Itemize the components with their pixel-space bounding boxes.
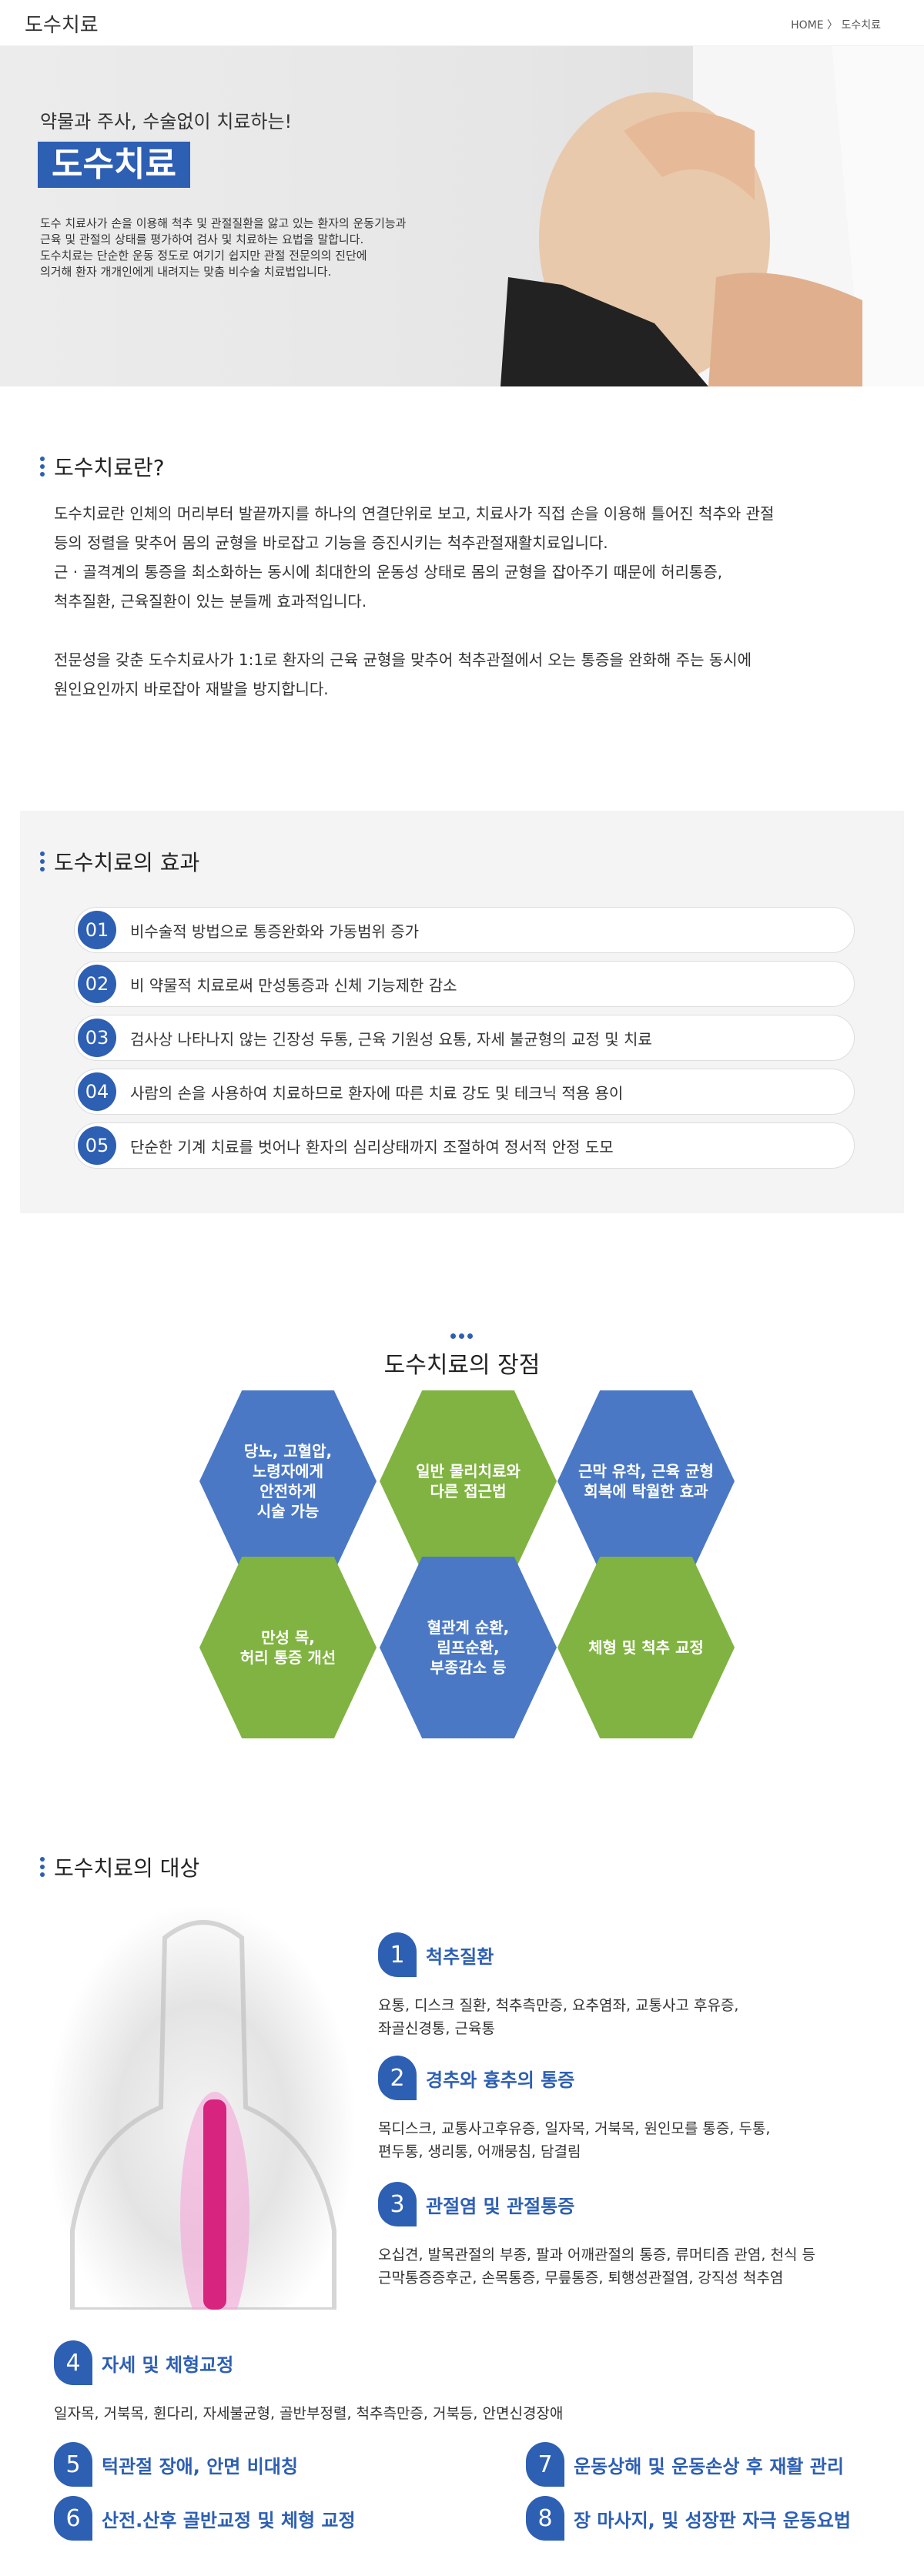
target-item: 6 산전.산후 골반교정 및 체형 교정: [54, 2496, 356, 2541]
spine-illustration: [49, 1907, 353, 2338]
target-number-badge: 1: [378, 1932, 417, 1977]
effect-number: 03: [78, 1019, 116, 1057]
hero-desc-line: 도수치료는 단순한 운동 정도로 여기기 쉽지만 관절 전문의의 진단에: [40, 249, 367, 263]
advantage-text: 근막 유착, 근육 균형: [578, 1462, 714, 1480]
hero-desc-line: 의거해 환자 개개인에게 내려지는 맞춤 비수술 치료법입니다.: [40, 265, 332, 279]
advantage-text: 만성 목,: [261, 1628, 315, 1647]
effect-number: 02: [78, 965, 116, 1003]
advantage-text: 안전하게: [259, 1482, 316, 1500]
target-desc-line: 요통, 디스크 질환, 척추측만증, 요추염좌, 교통사고 후유증,: [378, 1997, 739, 2014]
effect-number: 05: [78, 1126, 116, 1165]
advantage-text: 부종감소 등: [430, 1658, 507, 1677]
target-item: 8 장 마사지, 및 성장판 자극 운동요법: [526, 2496, 851, 2541]
target-item: 5 턱관절 장애, 안면 비대칭: [54, 2442, 298, 2487]
hero-subtitle: 약물과 주사, 수술없이 치료하는!: [40, 111, 293, 132]
dots-icon: [450, 1333, 473, 1339]
target-number-badge: 2: [378, 2056, 417, 2100]
effect-text: 단순한 기계 치료를 벗어나 환자의 심리상태까지 조절하여 정서적 안정 도모: [130, 1137, 614, 1156]
advantage-text: 당뇨, 고혈압,: [243, 1442, 333, 1460]
about-text: 도수치료란 인체의 머리부터 발끝까지를 하나의 연결단위로 보고, 치료사가 …: [54, 499, 901, 704]
hero-desc-line: 도수 치료사가 손을 이용해 척추 및 관절질환을 앓고 있는 환자의 운동기능…: [40, 216, 407, 230]
targets-heading: 도수치료의 대상: [40, 1852, 199, 1882]
about-line: 등의 정렬을 맞추어 몸의 균형을 바로잡고 기능을 증진시키는 척추관절재활치…: [54, 534, 608, 552]
effects-title: 도수치료의 효과: [54, 850, 200, 875]
about-line: 도수치료란 인체의 머리부터 발끝까지를 하나의 연결단위로 보고, 치료사가 …: [54, 504, 775, 523]
about-line: 근 · 골격계의 통증을 최소화하는 동시에 최대한의 운동성 상태로 몸의 균…: [54, 563, 723, 581]
breadcrumb[interactable]: HOME 〉 도수치료: [791, 19, 881, 32]
effect-text: 비 약물적 치료로써 만성통증과 신체 기능제한 감소: [130, 975, 457, 995]
bullet-dots-icon: [40, 1857, 45, 1877]
target-number-badge: 6: [54, 2496, 92, 2541]
about-title: 도수치료란?: [54, 455, 165, 480]
about-line: 전문성을 갖춘 도수치료사가 1:1로 환자의 근육 균형을 맞추어 척추관절에…: [54, 651, 752, 669]
target-desc-line: 근막통증증후군, 손목통증, 무릎통증, 퇴행성관절염, 강직성 척추염: [378, 2270, 784, 2287]
target-title: 관절염 및 관절통증: [426, 2195, 575, 2217]
target-number-badge: 3: [378, 2182, 417, 2226]
page-header: 도수치료 HOME 〉 도수치료: [0, 0, 924, 46]
target-title: 장 마사지, 및 성장판 자극 운동요법: [574, 2509, 852, 2531]
effects-heading: 도수치료의 효과: [40, 846, 199, 877]
effect-text: 사람의 손을 사용하여 치료하므로 환자에 따른 치료 강도 및 테크닉 적용 …: [130, 1083, 624, 1102]
advantage-text: 시술 가능: [256, 1502, 320, 1521]
target-desc-line: 편두통, 생리통, 어깨뭉침, 담결림: [378, 2143, 581, 2160]
about-line: 척추질환, 근육질환이 있는 분들께 효과적입니다.: [54, 592, 367, 611]
advantage-hexagon: 혈관계 순환,림프순환,부종감소 등: [380, 1557, 557, 1738]
advantage-text: 노령자에게: [252, 1462, 323, 1480]
effect-item: 04 사람의 손을 사용하여 치료하므로 환자에 따른 치료 강도 및 테크닉 적…: [74, 1069, 855, 1115]
target-title: 턱관절 장애, 안면 비대칭: [102, 2455, 298, 2477]
advantages-title: 도수치료의 장점: [383, 1352, 541, 1379]
advantage-text: 허리 통증 개선: [239, 1648, 336, 1667]
effect-item: 02 비 약물적 치료로써 만성통증과 신체 기능제한 감소: [74, 961, 855, 1007]
advantage-text: 일반 물리치료와: [416, 1462, 521, 1480]
target-desc-line: 목디스크, 교통사고후유증, 일자목, 거북목, 원인모를 통증, 두통,: [378, 2120, 771, 2137]
knee-treatment-photo: [500, 46, 924, 386]
target-number-badge: 5: [54, 2442, 92, 2487]
effect-item: 01 비수술적 방법으로 통증완화와 가동범위 증가: [74, 907, 855, 953]
bullet-dots-icon: [40, 851, 45, 871]
advantage-hexagon: 체형 및 척추 교정: [557, 1557, 735, 1738]
about-line: 원인요인까지 바로잡아 재발을 방지합니다.: [54, 680, 329, 698]
target-title: 척추질환: [426, 1945, 494, 1968]
target-number-badge: 8: [526, 2496, 564, 2541]
effect-text: 비수술적 방법으로 통증완화와 가동범위 증가: [130, 922, 420, 941]
targets-title: 도수치료의 대상: [54, 1855, 200, 1881]
about-heading: 도수치료란?: [40, 451, 165, 482]
hero-banner: 약물과 주사, 수술없이 치료하는! 도수치료 도수 치료사가 손을 이용해 척…: [0, 46, 924, 386]
advantage-text: 다른 접근법: [430, 1482, 507, 1500]
effect-item: 05 단순한 기계 치료를 벗어나 환자의 심리상태까지 조절하여 정서적 안정 …: [74, 1122, 855, 1169]
target-title: 자세 및 체형교정: [102, 2354, 234, 2376]
effect-number: 01: [78, 911, 116, 949]
hero-title-badge: 도수치료: [38, 142, 190, 188]
target-desc-line: 좌골신경통, 근육통: [378, 2020, 495, 2037]
bullet-dots-icon: [40, 457, 45, 477]
page-title: 도수치료: [25, 14, 99, 37]
target-item: 7 운동상해 및 운동손상 후 재활 관리: [526, 2442, 844, 2487]
effect-number: 04: [78, 1072, 116, 1111]
advantage-text: 혈관계 순환,: [427, 1618, 510, 1637]
target-number-badge: 4: [54, 2340, 92, 2385]
advantage-text: 림프순환,: [437, 1638, 500, 1657]
target-title: 운동상해 및 운동손상 후 재활 관리: [574, 2455, 844, 2477]
advantage-text: 체형 및 척추 교정: [588, 1638, 704, 1657]
target-desc-line: 오십견, 발목관절의 부종, 팔과 어깨관절의 통증, 류머티즘 관염, 천식 …: [378, 2246, 815, 2263]
advantage-hexagon: 만성 목,허리 통증 개선: [199, 1557, 377, 1738]
target-title: 산전.산후 골반교정 및 체형 교정: [102, 2509, 356, 2531]
hero-description: 도수 치료사가 손을 이용해 척추 및 관절질환을 앓고 있는 환자의 운동기능…: [40, 216, 517, 280]
target-title: 경추와 흉추의 통증: [426, 2069, 575, 2091]
target-number-badge: 7: [526, 2442, 564, 2487]
hero-desc-line: 근육 및 관절의 상태를 평가하여 검사 및 치료하는 요법을 말합니다.: [40, 233, 364, 246]
advantage-text: 회복에 탁월한 효과: [584, 1482, 708, 1500]
effect-text: 검사상 나타나지 않는 긴장성 두통, 근육 기원성 요통, 자세 불균형의 교…: [130, 1029, 652, 1049]
effect-item: 03 검사상 나타나지 않는 긴장성 두통, 근육 기원성 요통, 자세 불균형의…: [74, 1015, 855, 1061]
target-desc-line: 일자목, 거북목, 휜다리, 자세불균형, 골반부정렬, 척추측만증, 거북등,…: [54, 2405, 564, 2422]
